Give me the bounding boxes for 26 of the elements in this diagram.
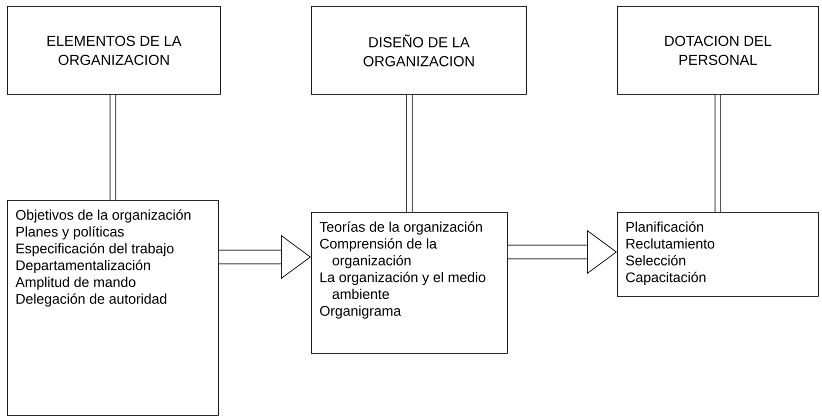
list-item: Amplitud de mando [15, 276, 136, 290]
double-line-connector [110, 94, 116, 200]
list-item: Departamentalización [16, 260, 150, 273]
content-box [617, 212, 819, 297]
title-box [7, 6, 221, 95]
list-item: Especificación del trabajo [16, 242, 174, 256]
list-item: Planificación [626, 221, 704, 232]
content-box [311, 212, 508, 354]
list-item: Teorías de la organización [320, 221, 482, 235]
heading-text: DOTACION DEL PERSONAL [665, 36, 772, 66]
list-item: La organización y el medio ambiente [320, 272, 486, 300]
heading-text: ELEMENTOS DE LA ORGANIZACION [48, 36, 182, 66]
title-box [311, 6, 527, 95]
list-item: Organigrama [320, 306, 402, 319]
double-line-connector [714, 94, 722, 212]
content-box [7, 200, 219, 416]
list-item: Capacitación [626, 272, 706, 285]
list-item: Delegación de autoridad [16, 293, 166, 307]
list-item: Selección [626, 254, 686, 266]
list-item: Objetivos de la organización [16, 209, 190, 223]
list-item: Planes y políticas [16, 226, 124, 240]
list-item: Reclutamiento [626, 238, 714, 249]
double-line-connector [406, 94, 413, 212]
title-box [617, 6, 819, 95]
heading-text: DISEÑO DE LA ORGANIZACION [364, 34, 474, 66]
list-item: Comprensión de la organización [320, 238, 437, 268]
